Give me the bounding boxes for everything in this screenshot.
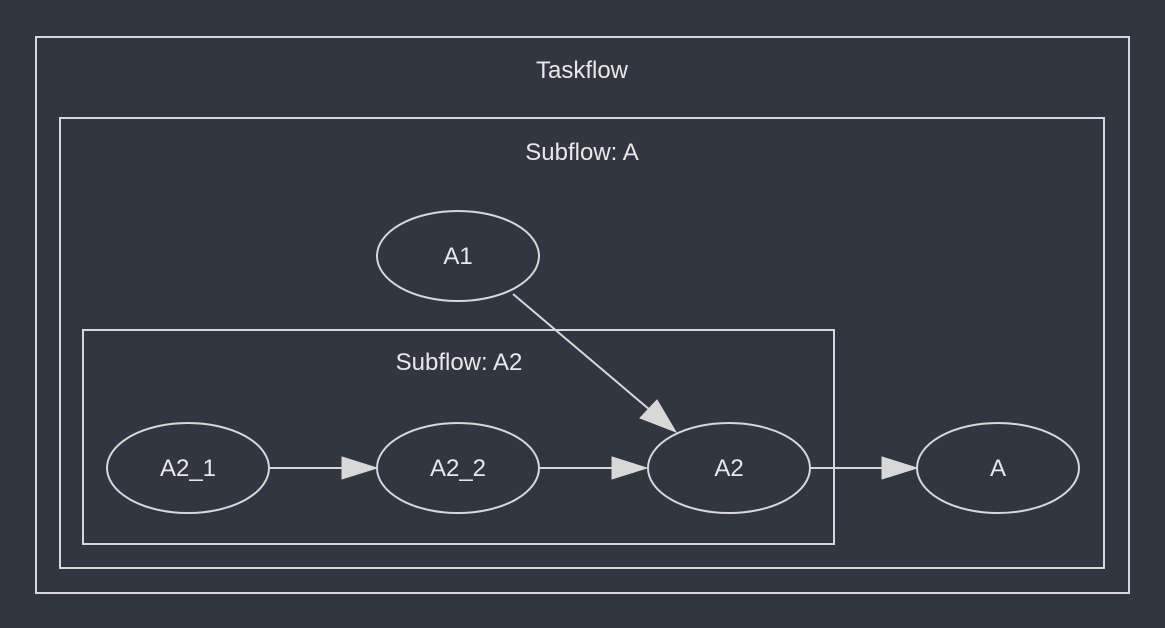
node-a2_1[interactable]: A2_1 — [106, 422, 270, 514]
edge-a2_2-to-a2 — [540, 456, 649, 480]
edge-a2_1-to-a2_2 — [270, 456, 379, 480]
cluster-taskflow-label: Taskflow — [536, 57, 629, 84]
cluster-subflow-a2-label: Subflow: A2 — [396, 349, 523, 376]
cluster-subflow-a — [59, 117, 1105, 569]
node-a2-label: A2 — [714, 455, 743, 482]
cluster-subflow-a2 — [82, 329, 835, 545]
cluster-taskflow — [35, 36, 1130, 594]
node-a[interactable]: A — [916, 422, 1080, 514]
node-a2_2[interactable]: A2_2 — [376, 422, 540, 514]
edge-a2-to-a — [810, 456, 919, 480]
cluster-subflow-a-label: Subflow: A — [525, 139, 638, 166]
edge-a1-to-a2 — [512, 293, 678, 433]
node-a2[interactable]: A2 — [647, 422, 811, 514]
node-a1[interactable]: A1 — [376, 210, 540, 302]
node-a2_1-label: A2_1 — [160, 455, 216, 482]
node-a-label: A — [990, 455, 1006, 482]
node-a1-label: A1 — [443, 243, 472, 270]
node-a2_2-label: A2_2 — [430, 455, 486, 482]
